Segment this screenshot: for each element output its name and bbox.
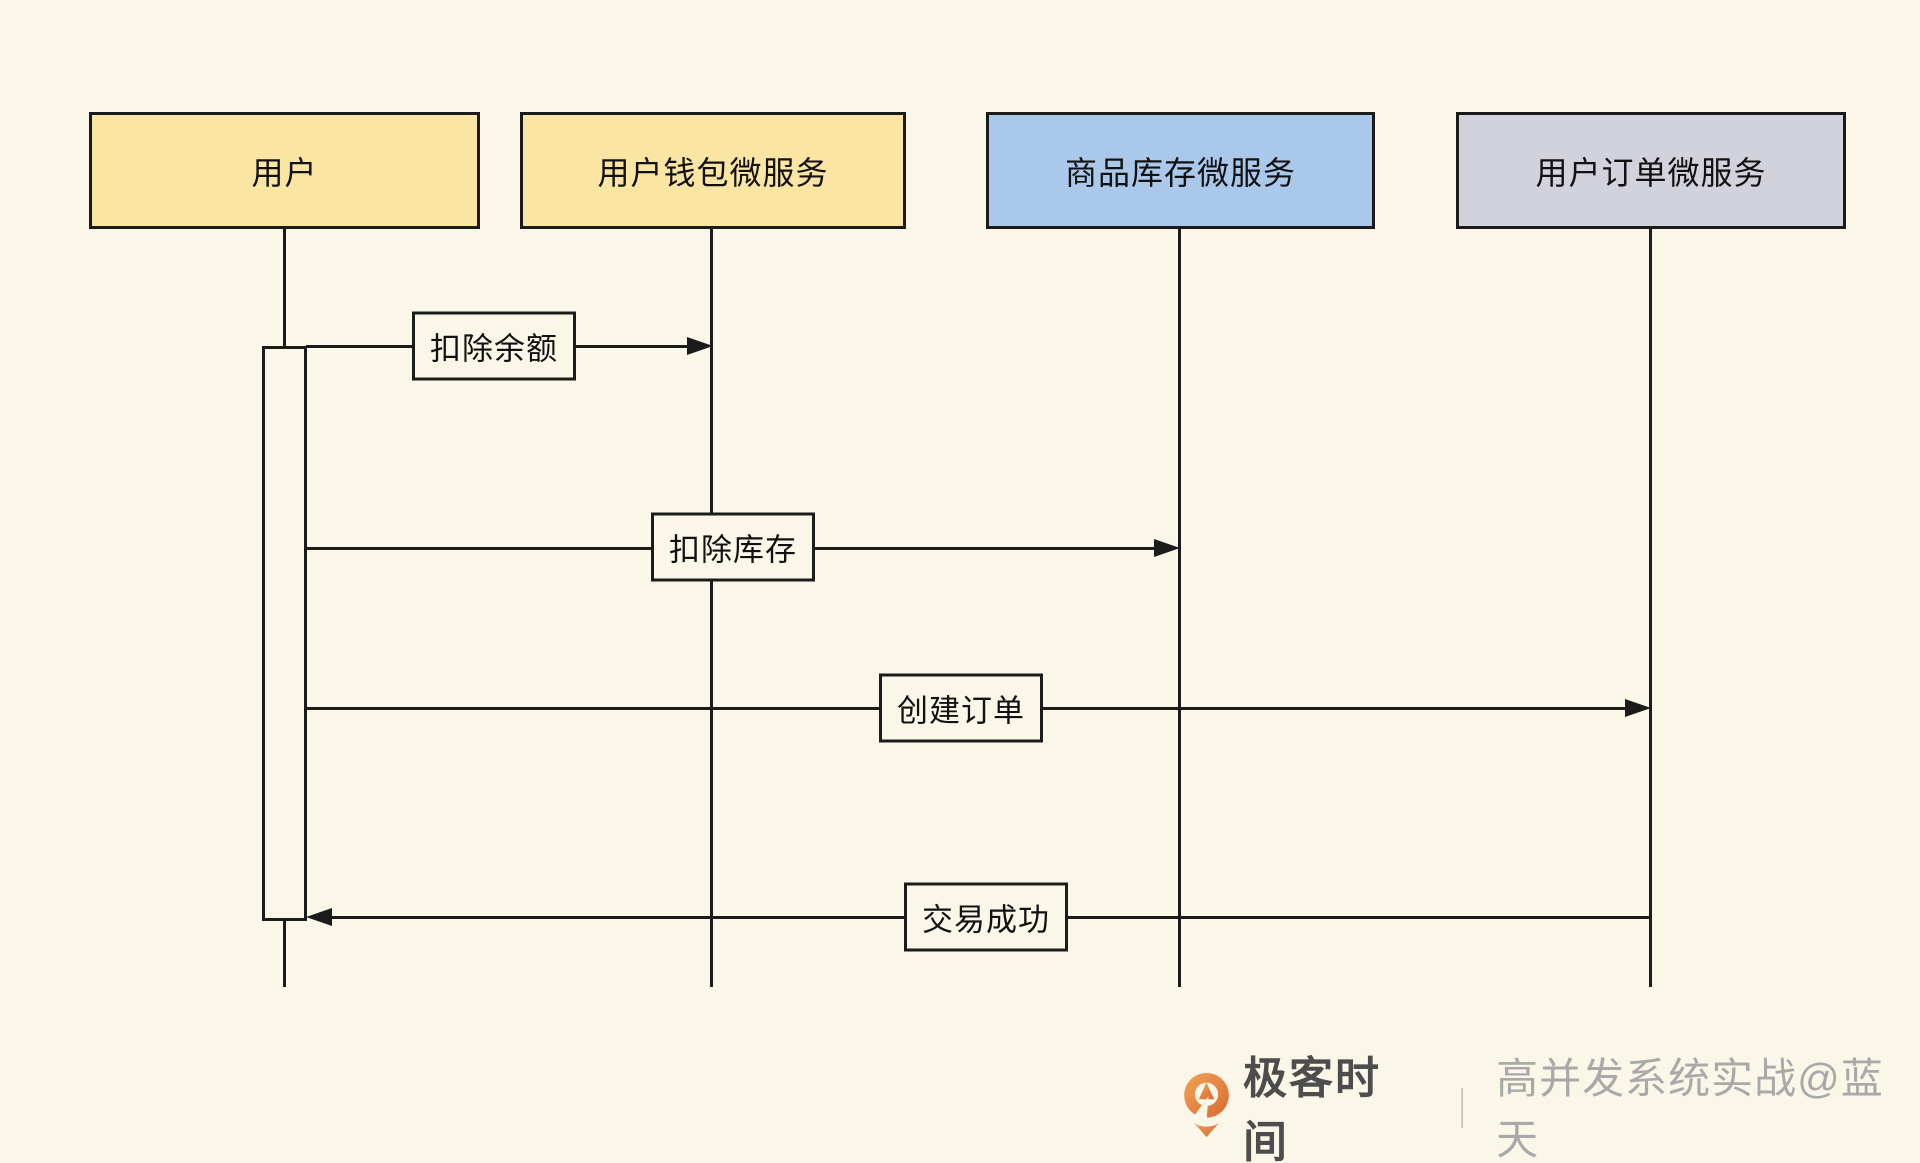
lifeline-stock-service bbox=[1178, 228, 1181, 987]
message-label-deduct-balance: 扣除余额 bbox=[412, 311, 576, 381]
arrowhead-right-icon bbox=[1625, 699, 1651, 717]
footer-caption: 高并发系统实战@蓝天 bbox=[1496, 1055, 1884, 1163]
arrowhead-left-icon bbox=[306, 908, 332, 926]
actor-label-user: 用户 bbox=[251, 154, 318, 191]
message-label-create-order: 创建订单 bbox=[879, 673, 1043, 743]
actor-box-order-service: 用户订单微服务 bbox=[1456, 112, 1846, 229]
footer-divider: ｜ bbox=[1442, 1088, 1483, 1132]
actor-box-wallet-service: 用户钱包微服务 bbox=[520, 112, 906, 229]
message-text-deduct-stock: 扣除库存 bbox=[669, 532, 797, 568]
actor-box-stock-service: 商品库存微服务 bbox=[986, 112, 1375, 229]
geektime-logo-icon bbox=[1184, 1072, 1229, 1138]
lifeline-user-top bbox=[283, 228, 286, 346]
actor-label-stock-service: 商品库存微服务 bbox=[1064, 154, 1296, 191]
actor-label-wallet-service: 用户钱包微服务 bbox=[597, 154, 829, 191]
actor-label-order-service: 用户订单微服务 bbox=[1535, 154, 1767, 191]
actor-box-user: 用户 bbox=[89, 112, 480, 229]
watermark-footer: 极客时间 ｜ 高并发系统实战@蓝天 bbox=[1183, 1054, 1920, 1163]
message-text-deduct-balance: 扣除余额 bbox=[430, 331, 558, 367]
message-text-create-order: 创建订单 bbox=[897, 693, 1025, 729]
lifeline-wallet-service bbox=[710, 228, 713, 987]
arrowhead-right-icon bbox=[687, 337, 713, 355]
message-label-transaction-success: 交易成功 bbox=[904, 882, 1068, 952]
message-text-transaction-success: 交易成功 bbox=[922, 902, 1050, 938]
message-label-deduct-stock: 扣除库存 bbox=[651, 512, 815, 582]
brand-name: 极客时间 bbox=[1243, 1054, 1381, 1163]
lifeline-user-bottom bbox=[283, 921, 286, 987]
activation-bar-user bbox=[262, 346, 307, 921]
lifeline-order-service bbox=[1649, 228, 1652, 987]
arrowhead-right-icon bbox=[1154, 539, 1180, 557]
